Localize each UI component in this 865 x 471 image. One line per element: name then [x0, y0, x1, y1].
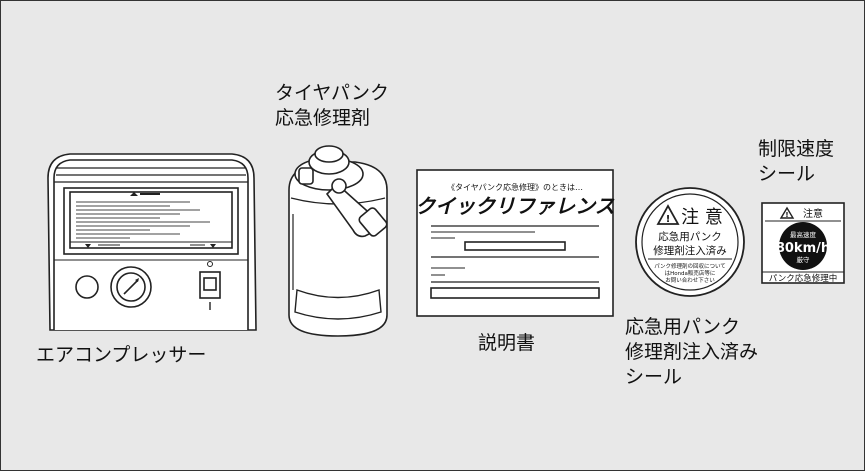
manual-title: クイックリファレンス [415, 194, 615, 218]
compressor-label: エアコンプレッサー [36, 344, 207, 366]
round-sticker-caution: 注 意 [681, 207, 723, 228]
speed-sticker-footer: パンク応急修理中 [769, 273, 837, 284]
sealant-label-line2: 応急修理剤 [275, 107, 371, 129]
speed-sticker-top: 最高速度 [790, 230, 817, 239]
speed-limit-sticker-illustration: ! 注意 最高速度 80km/h 厳守 パンク応急修理中 [761, 202, 845, 284]
speed-sticker-label-line1: 制限速度 [758, 138, 835, 160]
round-sticker-small3: お問い合わせ下さい [665, 276, 715, 284]
sealant-bottle-illustration [288, 145, 388, 337]
sealant-label-line1: タイヤパンク [275, 82, 390, 104]
speed-sticker-label-line2: シール [758, 163, 816, 185]
svg-text:!: ! [666, 214, 671, 225]
round-sticker-label-line1: 応急用パンク [625, 316, 740, 338]
round-sticker-small1: パンク修理剤の回収について [654, 262, 726, 270]
round-sticker-label-line3: シール [625, 366, 683, 388]
svg-text:!: ! [785, 211, 788, 219]
round-sticker-line2: 修理剤注入済み [653, 244, 727, 257]
manual-label: 説明書 [478, 332, 536, 354]
round-sticker-small2: はHonda販売店等に [665, 269, 716, 277]
round-caution-sticker-illustration: ! 注 意 応急用パンク 修理剤注入済み パンク修理剤の回収について はHond… [635, 187, 745, 297]
manual-subtitle: 《タイヤパンク応急修理》のときは… [447, 182, 583, 192]
speed-sticker-bottom: 厳守 [797, 255, 811, 264]
speed-sticker-caution: 注意 [803, 207, 823, 220]
speed-sticker-speed: 80km/h [776, 241, 830, 256]
quick-reference-manual-illustration: 《タイヤパンク応急修理》のときは… クイックリファレンス [415, 169, 615, 317]
round-sticker-line1: 応急用パンク [658, 230, 722, 243]
air-compressor-illustration [47, 153, 257, 331]
round-sticker-label-line2: 修理剤注入済み [625, 341, 759, 363]
